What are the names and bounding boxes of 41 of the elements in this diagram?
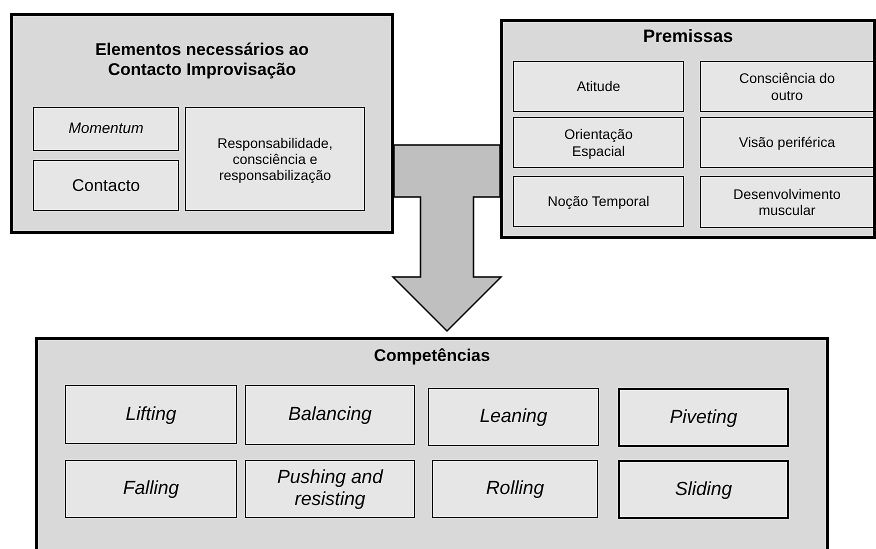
item-label: Rolling [484,478,546,500]
item-box [618,460,789,519]
item-label: Balancing [287,404,373,426]
item-box [700,117,874,168]
item-label: Atitude [576,78,622,95]
item-label: Visão periférica [738,134,836,151]
item-label: Contacto [70,176,142,196]
item-label: Leaning [478,406,548,428]
item-box [428,388,599,446]
item-box [700,176,874,228]
item-label: Piveting [668,406,738,428]
group-panel [10,13,394,234]
item-box [65,460,237,518]
item-box [513,117,684,168]
item-label: Consciência do outro [738,70,836,103]
item-label: Orientação Espacial [563,126,634,159]
item-box [513,176,684,227]
item-box [432,460,598,518]
item-label: Lifting [124,404,178,426]
item-label: Momentum [67,120,145,138]
item-box [65,385,237,444]
item-box [513,61,684,112]
item-label: Responsabilidade, consciência e responsabilização [216,134,334,184]
panel-heading: Premissas [642,26,734,47]
group-panel [35,337,829,549]
item-box [33,107,179,151]
item-label: Desenvolvimento muscular [732,186,842,218]
group-panel [500,19,876,239]
item-label: Noção Temporal [546,193,650,210]
item-box [700,61,874,112]
block-arrow [391,144,503,332]
item-label: Sliding [674,478,734,500]
item-box [33,160,179,211]
item-box [185,107,365,211]
item-box [245,385,415,445]
item-label: Falling [122,478,180,500]
item-box [245,460,415,518]
panel-heading: Elementos necessários ao Contacto Improvisação [94,40,310,80]
item-label: Pushing and resisting [276,467,384,511]
panel-heading: Competências [372,346,492,366]
item-box [618,388,789,447]
